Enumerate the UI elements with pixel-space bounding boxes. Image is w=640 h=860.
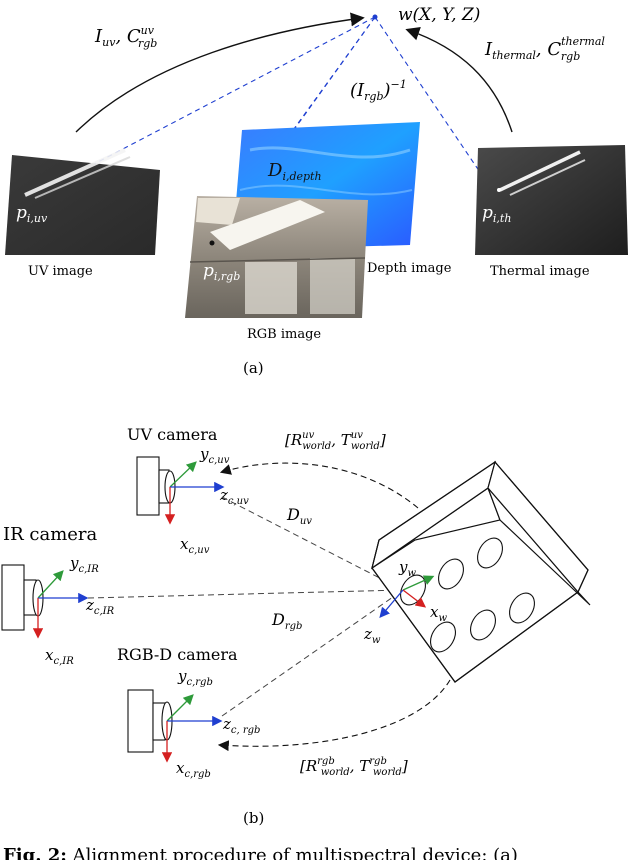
uv-y-axis — [169, 461, 197, 488]
rgbd-camera — [127, 689, 173, 753]
world-x-axis — [402, 589, 427, 608]
thermal-image: pi,th — [475, 145, 628, 255]
d-rgb-label: Drgb — [271, 610, 302, 632]
figure-caption: Fig. 2: Alignment procedure of multispec… — [3, 845, 518, 860]
rgb-y-axis — [166, 694, 194, 722]
rgb-x-label: xc,rgb — [176, 759, 211, 780]
uv-to-world-arrow — [75, 12, 365, 133]
d-uv-label: Duv — [286, 505, 312, 527]
uv-camera — [136, 456, 176, 516]
thermal-to-world-arrow — [405, 27, 513, 133]
depth-image-label: Depth image — [367, 261, 452, 276]
thermal-image-label: Thermal image — [490, 264, 590, 279]
box-holes — [400, 537, 535, 653]
world-y-axis — [402, 575, 435, 591]
rgb-y-label: yc,rgb — [177, 667, 213, 688]
thermal-point-label: pi,th — [482, 203, 511, 225]
uv-image: pi,uv — [5, 148, 160, 255]
ir-x-label: xc,IR — [45, 646, 74, 667]
uv-point-label: pi,uv — [16, 203, 48, 225]
uv-z-label: zc,uv — [219, 486, 249, 507]
rgb-image: pi,rgb — [185, 196, 368, 318]
sub-caption-b: (b) — [243, 809, 264, 827]
uv-image-label: UV image — [28, 264, 93, 279]
uv-camera-label: UV camera — [127, 425, 218, 444]
rgb-image-label: RGB image — [247, 327, 321, 342]
sub-caption-a: (a) — [243, 359, 264, 377]
world-y-label: yw — [398, 558, 416, 579]
ir-camera-label: IR camera — [3, 524, 98, 545]
ir-z-label: zc,IR — [85, 596, 115, 617]
rgbd-camera-label: RGB-D camera — [117, 645, 238, 664]
ir-y-label: yc,IR — [69, 554, 99, 575]
uv-extrinsic-arrow — [219, 462, 419, 509]
world-point-label: w(X, Y, Z) — [398, 5, 480, 25]
world-z-axis — [379, 589, 404, 618]
world-x-label: xw — [430, 603, 447, 624]
depth-point-label: Di,depth — [267, 160, 322, 183]
rgb-z-label: zc, rgb — [222, 715, 260, 736]
uv-x-label: xc,uv — [180, 535, 210, 556]
calibration-box — [371, 460, 591, 683]
ir-y-axis — [37, 570, 64, 599]
uv-y-label: yc,uv — [199, 445, 230, 466]
distance-lines — [87, 496, 404, 717]
world-z-label: zw — [363, 625, 381, 646]
rgb-extrinsic-arrow — [217, 679, 451, 752]
depth-inverse-label: (Irgb)−1 — [350, 78, 407, 103]
ir-camera — [1, 564, 44, 631]
rgb-point-label: pi,rgb — [203, 261, 240, 283]
